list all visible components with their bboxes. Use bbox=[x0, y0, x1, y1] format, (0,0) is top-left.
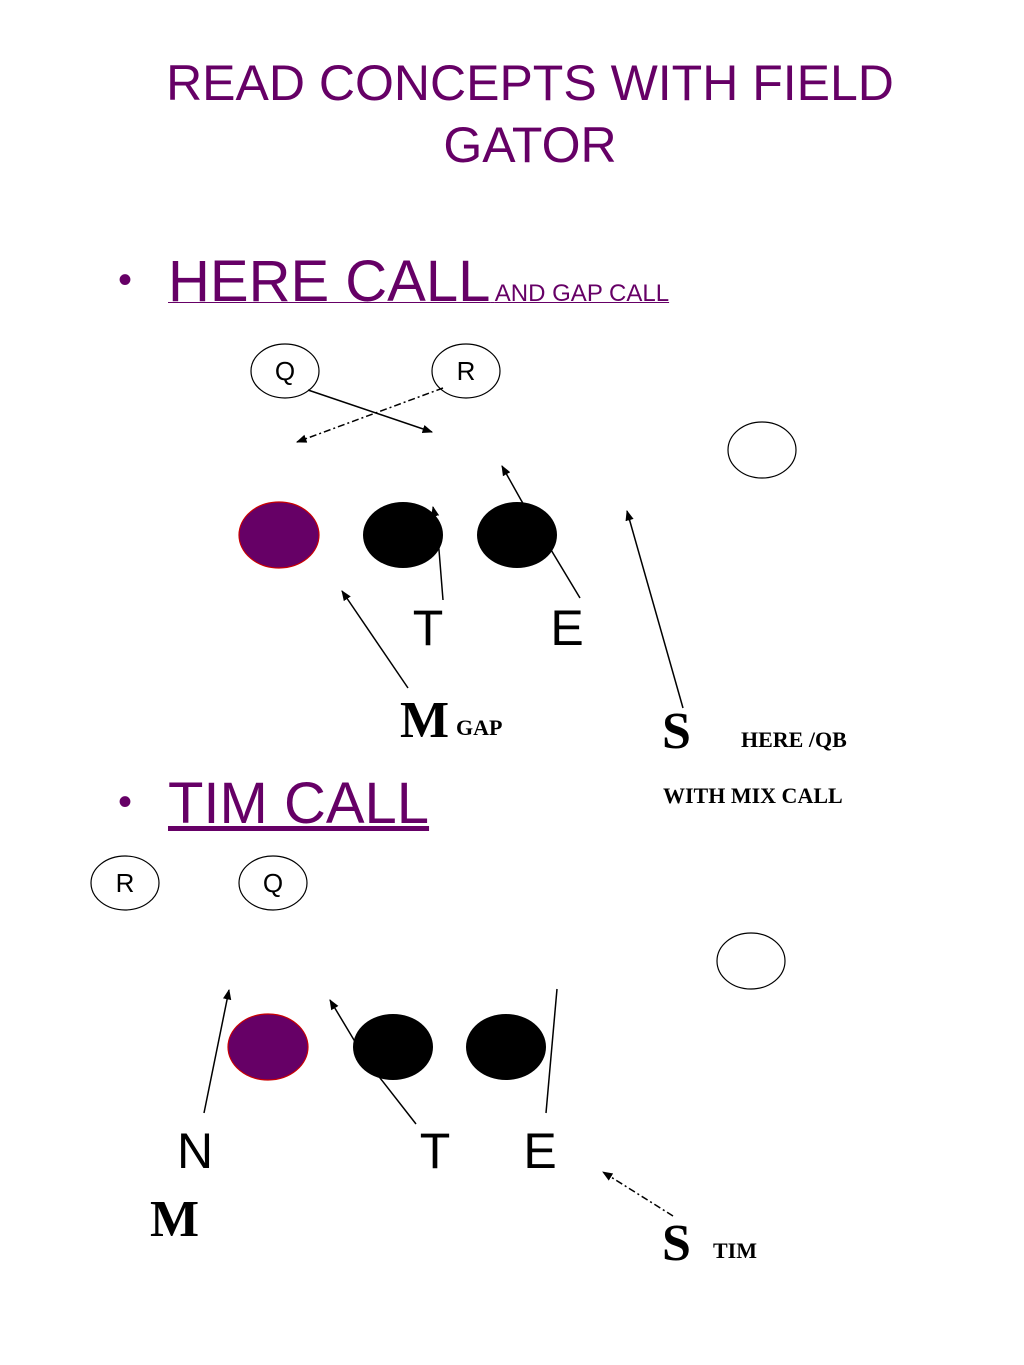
r-label: R bbox=[116, 868, 135, 898]
m-label: M bbox=[400, 692, 449, 749]
s-label: S bbox=[662, 703, 691, 760]
gap-call-label: AND GAP CALL bbox=[494, 280, 670, 307]
black-player bbox=[466, 1014, 546, 1080]
here-call-label: HERE CALL bbox=[168, 249, 491, 314]
empty-circle bbox=[716, 932, 786, 990]
n-label: N bbox=[177, 1123, 213, 1179]
n-path-arrow bbox=[203, 988, 232, 1114]
t-label: T bbox=[420, 1123, 451, 1179]
here-call-diagram: Q R T E M GAP S HERE /QB WITH MIX CALL bbox=[238, 343, 847, 808]
q-path-arrow bbox=[307, 389, 433, 433]
q-label: Q bbox=[275, 356, 295, 386]
r-circle bbox=[90, 855, 160, 911]
e-label: E bbox=[523, 1123, 556, 1179]
q-label: Q bbox=[263, 868, 283, 898]
q-circle bbox=[250, 343, 320, 399]
e-path-line bbox=[545, 988, 558, 1114]
r-label: R bbox=[457, 356, 476, 386]
s-note: HERE /QB bbox=[741, 727, 847, 752]
m-gap-label: GAP bbox=[456, 715, 502, 740]
s-tim-label: TIM bbox=[713, 1238, 757, 1263]
e-path-arrow bbox=[501, 465, 581, 599]
t-path-arrow bbox=[329, 999, 417, 1125]
black-player bbox=[353, 1014, 433, 1080]
tim-call-label: TIM CALL bbox=[168, 771, 430, 836]
s-path-arrow bbox=[625, 509, 684, 709]
r-circle bbox=[431, 343, 501, 399]
empty-circle bbox=[727, 421, 797, 479]
s-label: S bbox=[662, 1215, 691, 1272]
page-title: READ CONCEPTS WITH FIELD GATOR bbox=[166, 55, 894, 173]
bullet-icon: • bbox=[118, 258, 133, 302]
black-player bbox=[363, 502, 443, 568]
m-path-arrow bbox=[341, 590, 409, 689]
r-path-arrow bbox=[296, 387, 444, 443]
t-path-arrow bbox=[430, 505, 444, 601]
e-label: E bbox=[550, 600, 583, 656]
tim-call-diagram: R Q N T E M S TIM bbox=[90, 855, 786, 1272]
s-note2: WITH MIX CALL bbox=[663, 783, 843, 808]
q-circle bbox=[238, 855, 308, 911]
bullet-icon: • bbox=[118, 780, 133, 824]
m-label: M bbox=[150, 1191, 199, 1248]
s-path-arrow bbox=[602, 1171, 674, 1217]
black-player bbox=[477, 502, 557, 568]
purple-player bbox=[227, 1013, 309, 1081]
t-label: T bbox=[413, 600, 444, 656]
purple-player bbox=[238, 501, 320, 569]
